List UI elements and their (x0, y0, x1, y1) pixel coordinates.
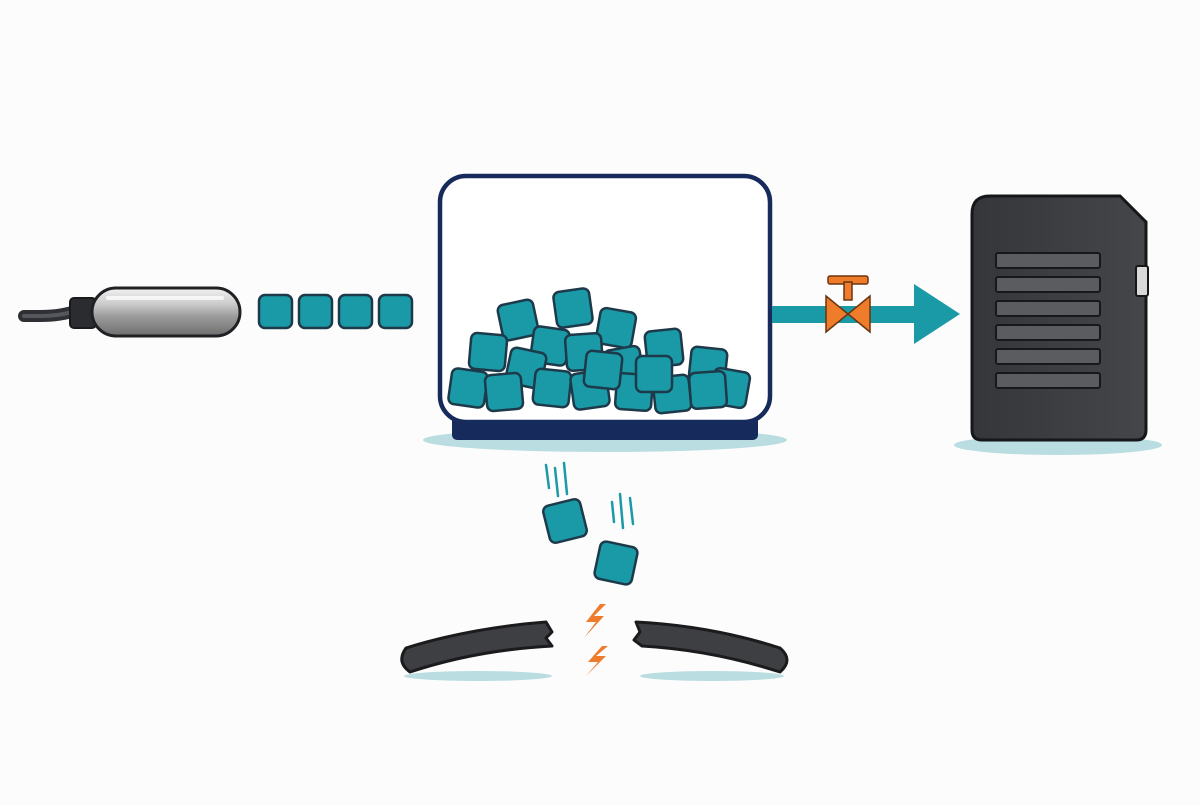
server-icon (970, 194, 1148, 442)
incoming-packet (257, 293, 294, 330)
stored-packet (552, 287, 594, 329)
destination-server (954, 194, 1162, 455)
incoming-packet (377, 293, 414, 330)
stored-packet (447, 367, 489, 409)
overflow-packet (593, 540, 639, 586)
server-slot (995, 348, 1101, 365)
stored-packet (687, 369, 729, 411)
buffer-container (423, 173, 787, 452)
incoming-packet (337, 293, 374, 330)
stored-packet (582, 349, 624, 391)
flow-arrow-head (914, 284, 960, 344)
broken-cable-left (400, 620, 554, 674)
broken-cable-icon (400, 604, 789, 681)
stored-packet (634, 354, 674, 394)
incoming-packets (257, 293, 414, 330)
server-slot (995, 324, 1101, 341)
server-side-tab (1135, 265, 1149, 297)
stored-packet (483, 371, 525, 413)
stored-packet (531, 367, 573, 409)
motion-lines (544, 461, 635, 530)
valve-icon (825, 275, 871, 334)
stored-packet (594, 306, 638, 350)
usb-connector-icon (90, 286, 242, 338)
stored-packets (447, 287, 752, 415)
source-connector (18, 286, 242, 338)
incoming-packet (297, 293, 334, 330)
broken-cable-right (632, 620, 789, 674)
stored-packet (467, 331, 509, 373)
lightning-icon (584, 604, 608, 676)
server-slot (995, 372, 1101, 389)
falling-packets (541, 497, 639, 586)
server-slot (995, 252, 1101, 269)
server-slot (995, 300, 1101, 317)
overflow-packets (541, 461, 639, 586)
stored-packet (496, 298, 540, 342)
server-slot (995, 276, 1101, 293)
server-slots (995, 252, 1101, 389)
overflow-packet (541, 497, 589, 545)
